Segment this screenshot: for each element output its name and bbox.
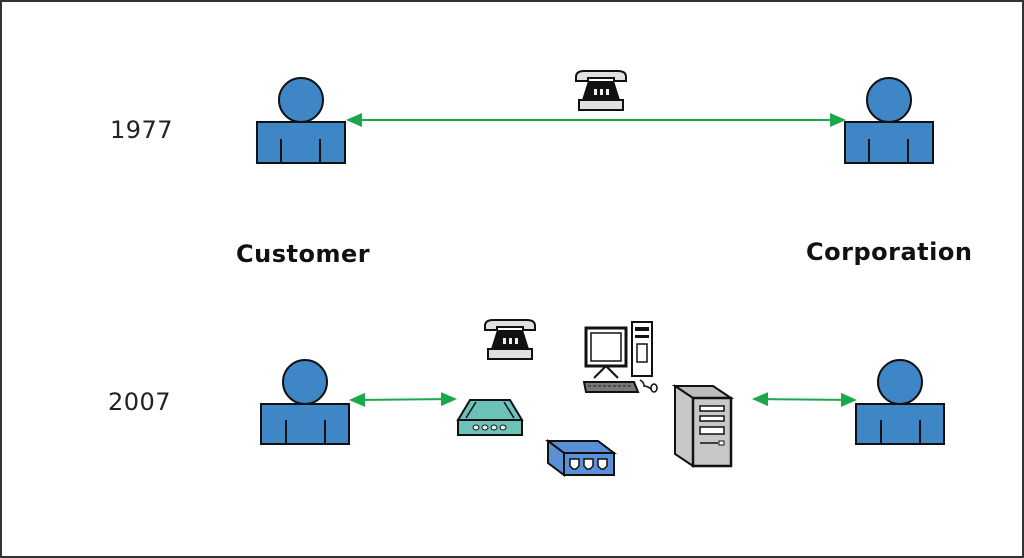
network-hub-icon <box>545 439 617 477</box>
corporation-label: Corporation <box>806 238 973 266</box>
telephone-icon-1977 <box>575 70 627 111</box>
corporation-person-icon-1977 <box>844 77 934 164</box>
customer-label: Customer <box>236 240 371 268</box>
bidirectional-arrow-2007-customer <box>349 392 457 407</box>
corporation-person-icon-2007 <box>855 359 945 445</box>
modem-icon <box>456 399 524 436</box>
year-label-2007: 2007 <box>108 388 172 416</box>
customer-person-icon-2007 <box>260 359 350 445</box>
bidirectional-arrow-2007-corporation <box>752 392 857 407</box>
server-tower-icon <box>671 384 735 468</box>
year-label-1977: 1977 <box>110 116 174 144</box>
desktop-computer-icon <box>582 321 658 393</box>
customer-person-icon-1977 <box>256 77 346 164</box>
telephone-icon-2007 <box>484 319 536 360</box>
